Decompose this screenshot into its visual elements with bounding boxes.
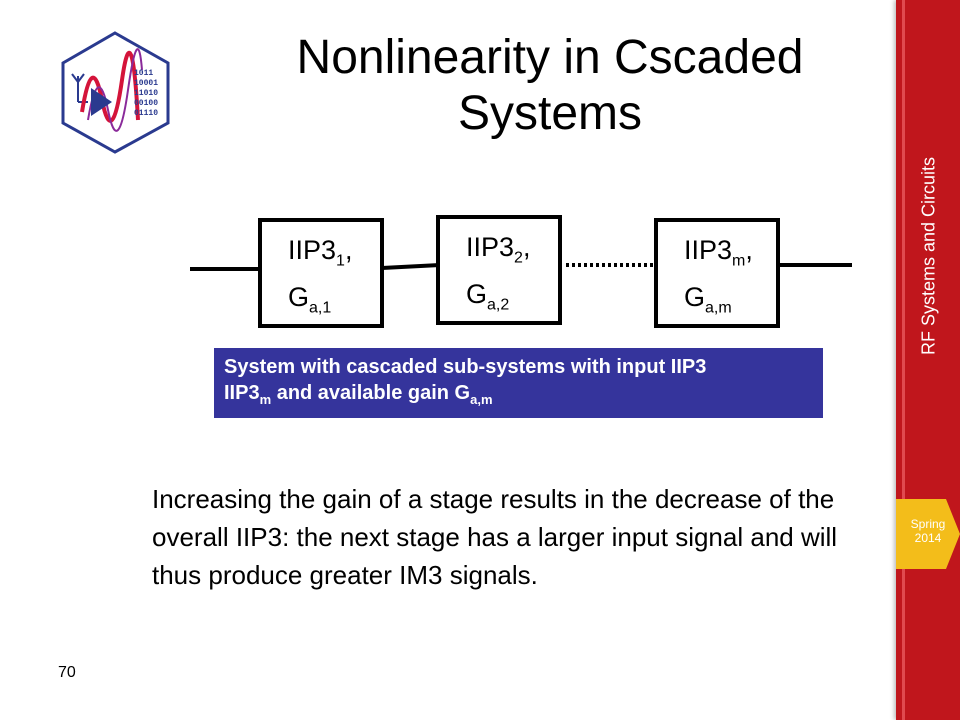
logo-binary-2: 10001 (134, 79, 158, 88)
cascade-diagram: IIP31, Ga,1 IIP32, Ga,2 IIP3m, Ga,m (180, 205, 860, 345)
term-badge (896, 499, 960, 569)
stage-2-gain: Ga,2 (466, 279, 510, 314)
stage-m-iip3: IIP3m, (684, 235, 753, 270)
slide-title-line2: Systems (457, 87, 643, 140)
stage-2-iip3: IIP32, (466, 232, 531, 267)
course-title: RF Systems and Circuits (918, 156, 939, 356)
page-number: 70 (58, 664, 76, 681)
caption-line1: System with cascaded sub-systems with in… (224, 356, 707, 378)
diagram-caption: System with cascaded sub-systems with in… (214, 348, 823, 418)
amplifier-icon (91, 88, 112, 116)
stage-m-gain: Ga,m (684, 282, 732, 317)
stage-block-2: IIP32, Ga,2 (436, 215, 562, 325)
stage-block-1: IIP31, Ga,1 (258, 218, 384, 328)
slide-title-line1: Nonlinearity in Cscaded (296, 31, 804, 84)
stage-1-gain: Ga,1 (288, 282, 332, 317)
sidebar-stripe (902, 0, 905, 720)
body-text: Increasing the gain of a stage results i… (152, 484, 838, 590)
logo-binary-3: 11010 (134, 89, 158, 98)
university-logo: 1011 10001 11010 00100 01110 (61, 31, 170, 154)
slide-title: Nonlinearity in Cscaded Systems (230, 30, 870, 142)
caption-line2: IIP3m and available gain Ga,m (224, 382, 493, 407)
sidebar (896, 0, 960, 720)
logo-binary-4: 00100 (134, 99, 158, 108)
logo-binary-5: 01110 (134, 109, 158, 118)
logo-binary-1: 1011 (134, 69, 153, 78)
term-line1: Spring (910, 517, 946, 531)
stage-block-m: IIP3m, Ga,m (654, 218, 780, 328)
term-label: Spring 2014 (896, 517, 960, 545)
stage-1-iip3: IIP31, (288, 235, 353, 270)
term-line2: 2014 (914, 531, 942, 545)
cascade-connections (190, 263, 852, 271)
